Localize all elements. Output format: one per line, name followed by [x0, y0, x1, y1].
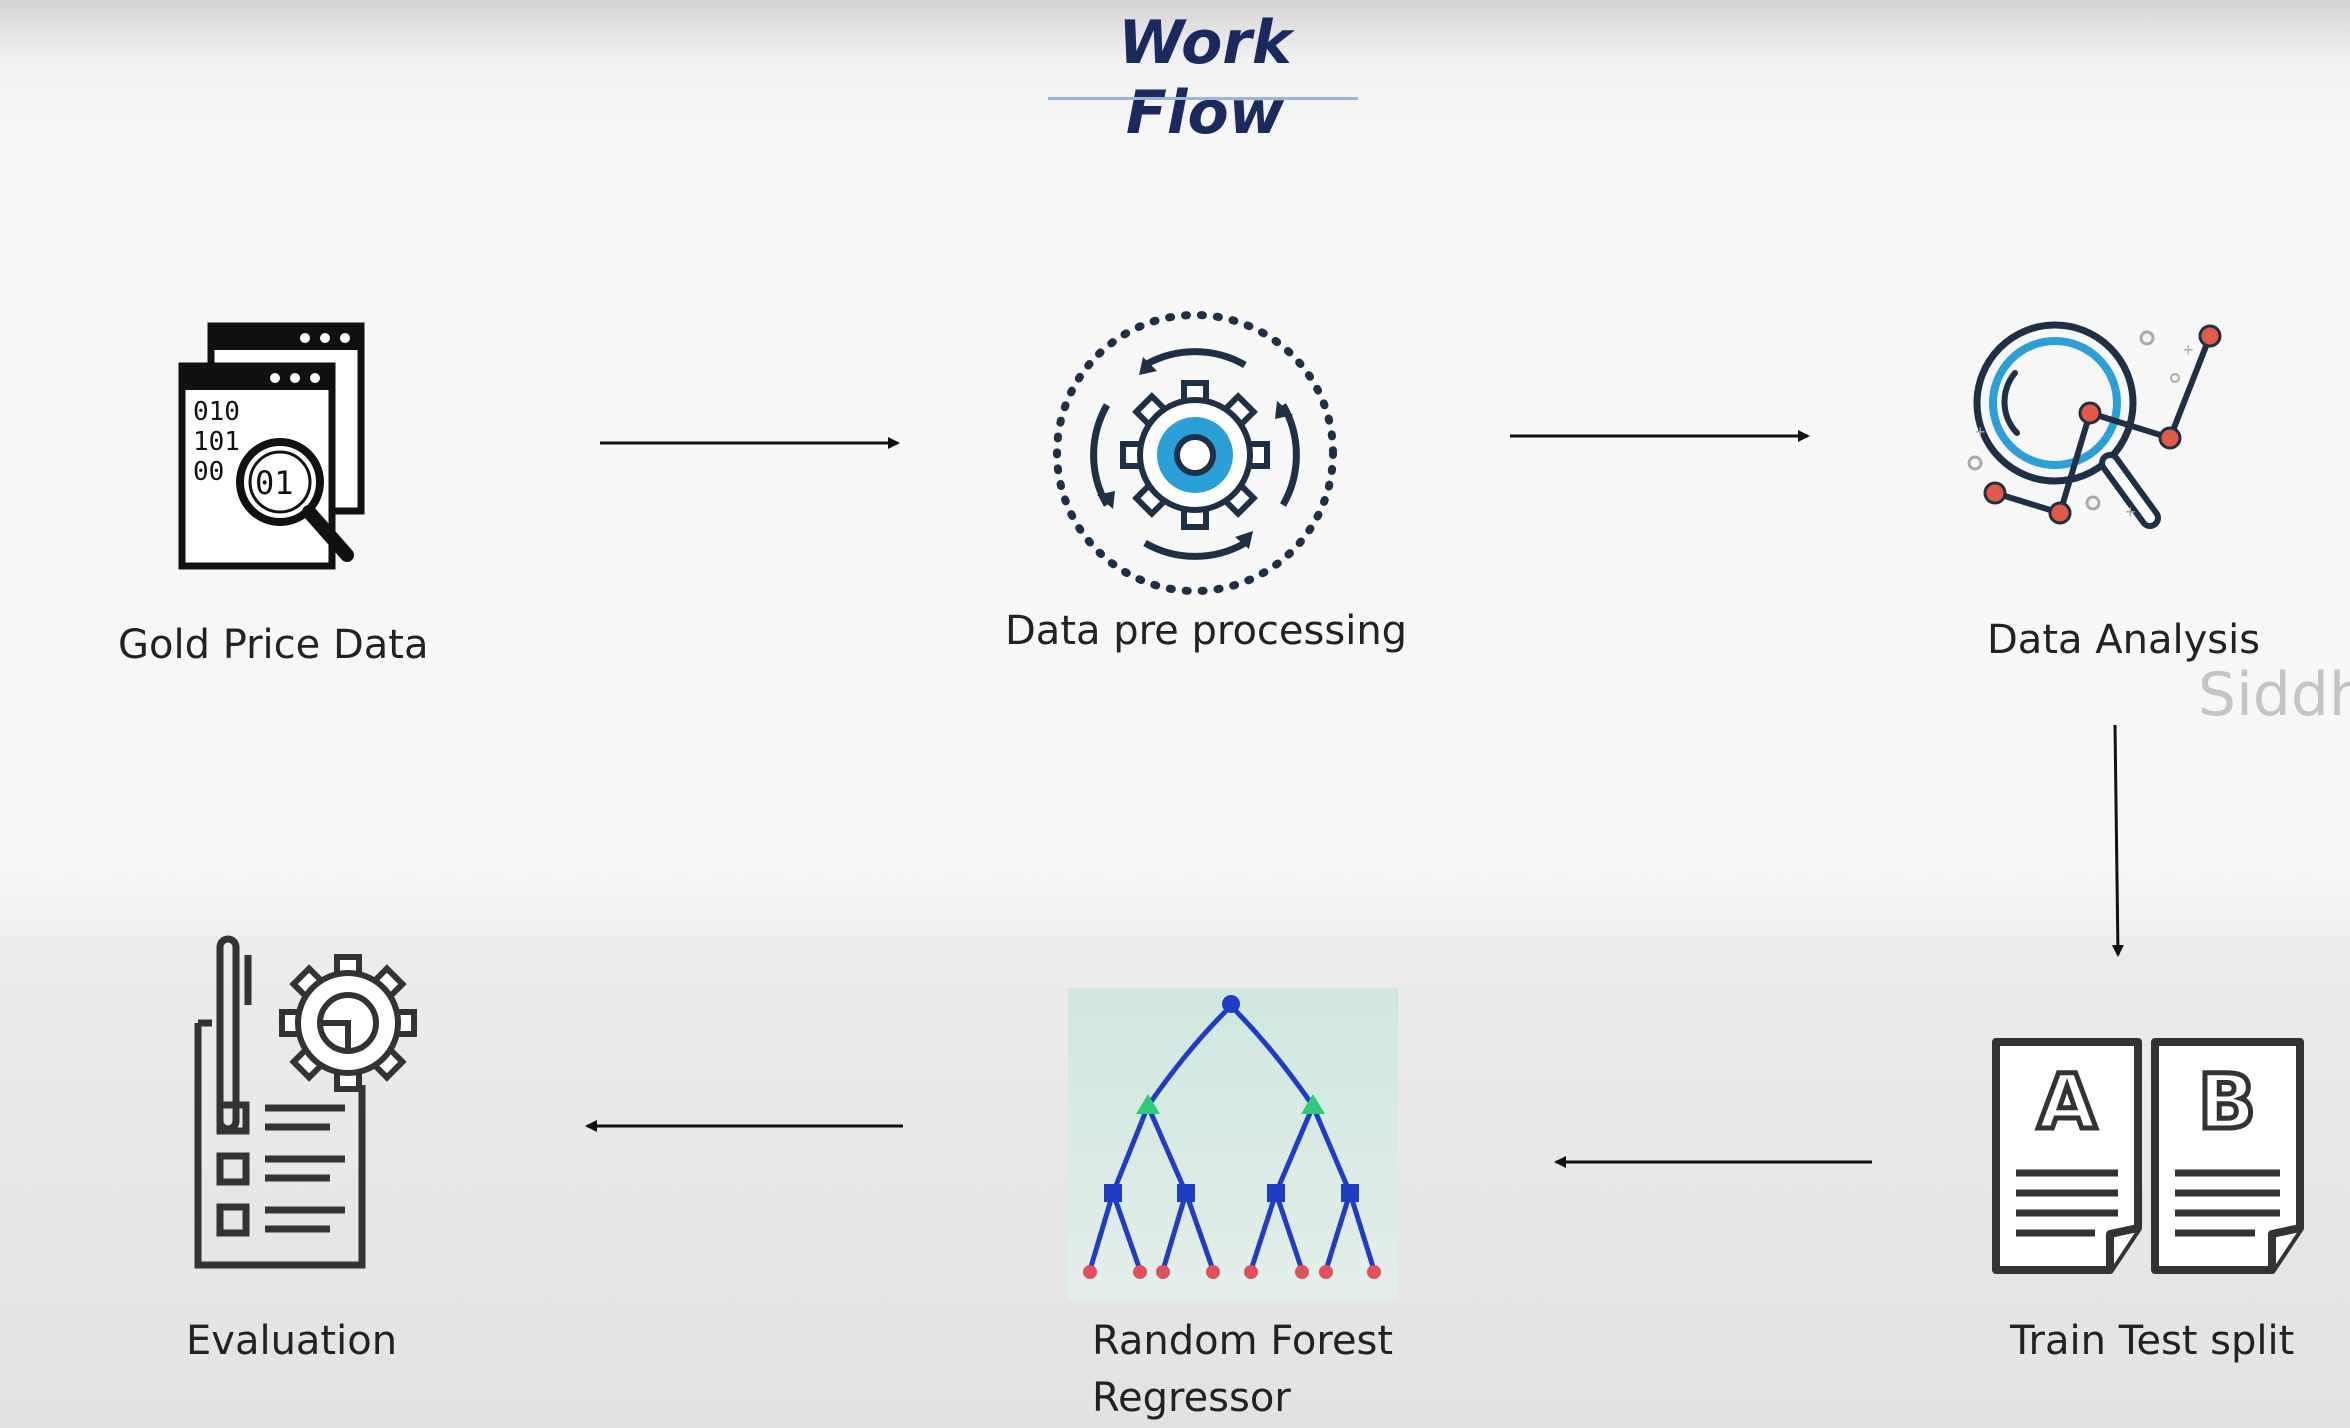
watermark-text: Siddh [2198, 660, 2350, 730]
magnifier-chart-icon: + + + [1967, 321, 2222, 529]
step-label-train-test-split: Train Test split [2010, 1318, 2295, 1364]
documents-a-b-icon: A B [1992, 1038, 2304, 1274]
binary-magnified: 01 [255, 464, 294, 502]
binary-line-3: 00 [193, 457, 224, 487]
decision-tree-icon [1068, 988, 1398, 1300]
binary-line-2: 101 [193, 427, 240, 457]
gear-cycle-icon [1053, 311, 1337, 595]
diagram-title: Work Flow [1118, 8, 1292, 148]
title-underline [1048, 97, 1358, 100]
binary-line-1: 010 [193, 397, 240, 427]
step-label-data-analysis: Data Analysis [1987, 617, 2261, 663]
doc-letter-b: B [2198, 1057, 2256, 1146]
step-label-evaluation: Evaluation [186, 1318, 398, 1364]
checklist-gear-icon [194, 935, 417, 1269]
step-label-gold-price-data: Gold Price Data [118, 622, 429, 668]
svg-text:+: + [1975, 422, 1986, 442]
step-label-random-forest-line1: Random Forest [1092, 1318, 1394, 1364]
doc-letter-a: A [2038, 1057, 2097, 1146]
binary-document-magnifier-icon: 010 101 00 01 [178, 322, 365, 570]
svg-text:+: + [2183, 340, 2194, 360]
step-label-data-pre-processing: Data pre processing [1005, 608, 1408, 654]
step-label-random-forest-line2: Regressor [1092, 1375, 1291, 1421]
svg-text:+: + [2125, 502, 2136, 522]
